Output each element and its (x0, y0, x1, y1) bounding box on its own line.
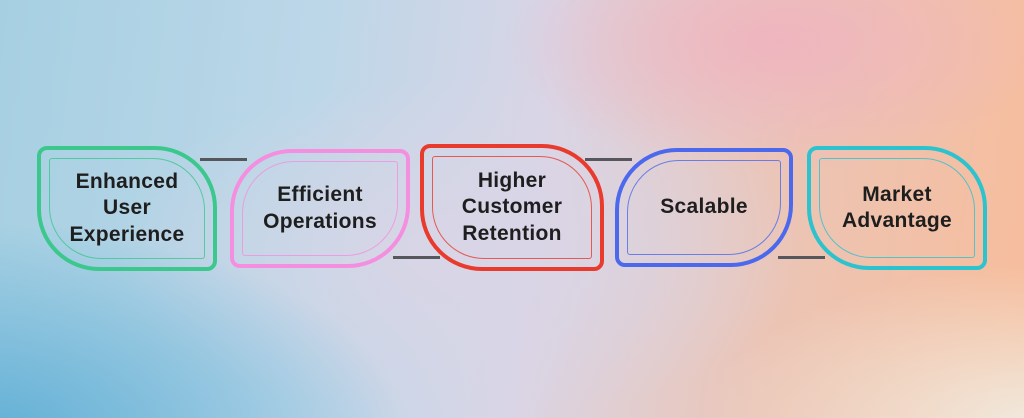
card-higher-customer-retention: Higher Customer Retention (420, 144, 604, 271)
connector-dash (393, 256, 440, 259)
card-label: Enhanced User Experience (69, 170, 185, 246)
card-label: Scalable (660, 195, 748, 219)
inner-outline (49, 158, 205, 259)
connector-dash (200, 158, 247, 161)
connector-dash (585, 158, 632, 161)
inner-outline (627, 160, 781, 255)
card-label: Higher Customer Retention (461, 169, 563, 245)
card-scalable: Scalable (615, 148, 793, 267)
connector-dash (778, 256, 825, 259)
card-label: Efficient Operations (263, 183, 377, 233)
inner-outline (242, 161, 398, 256)
card-market-advantage: Market Advantage (807, 146, 987, 270)
card-label: Market Advantage (841, 182, 953, 232)
card-enhanced-user-experience: Enhanced User Experience (37, 146, 217, 271)
inner-outline (819, 158, 975, 258)
inner-outline (432, 156, 592, 259)
card-efficient-operations: Efficient Operations (230, 149, 410, 268)
